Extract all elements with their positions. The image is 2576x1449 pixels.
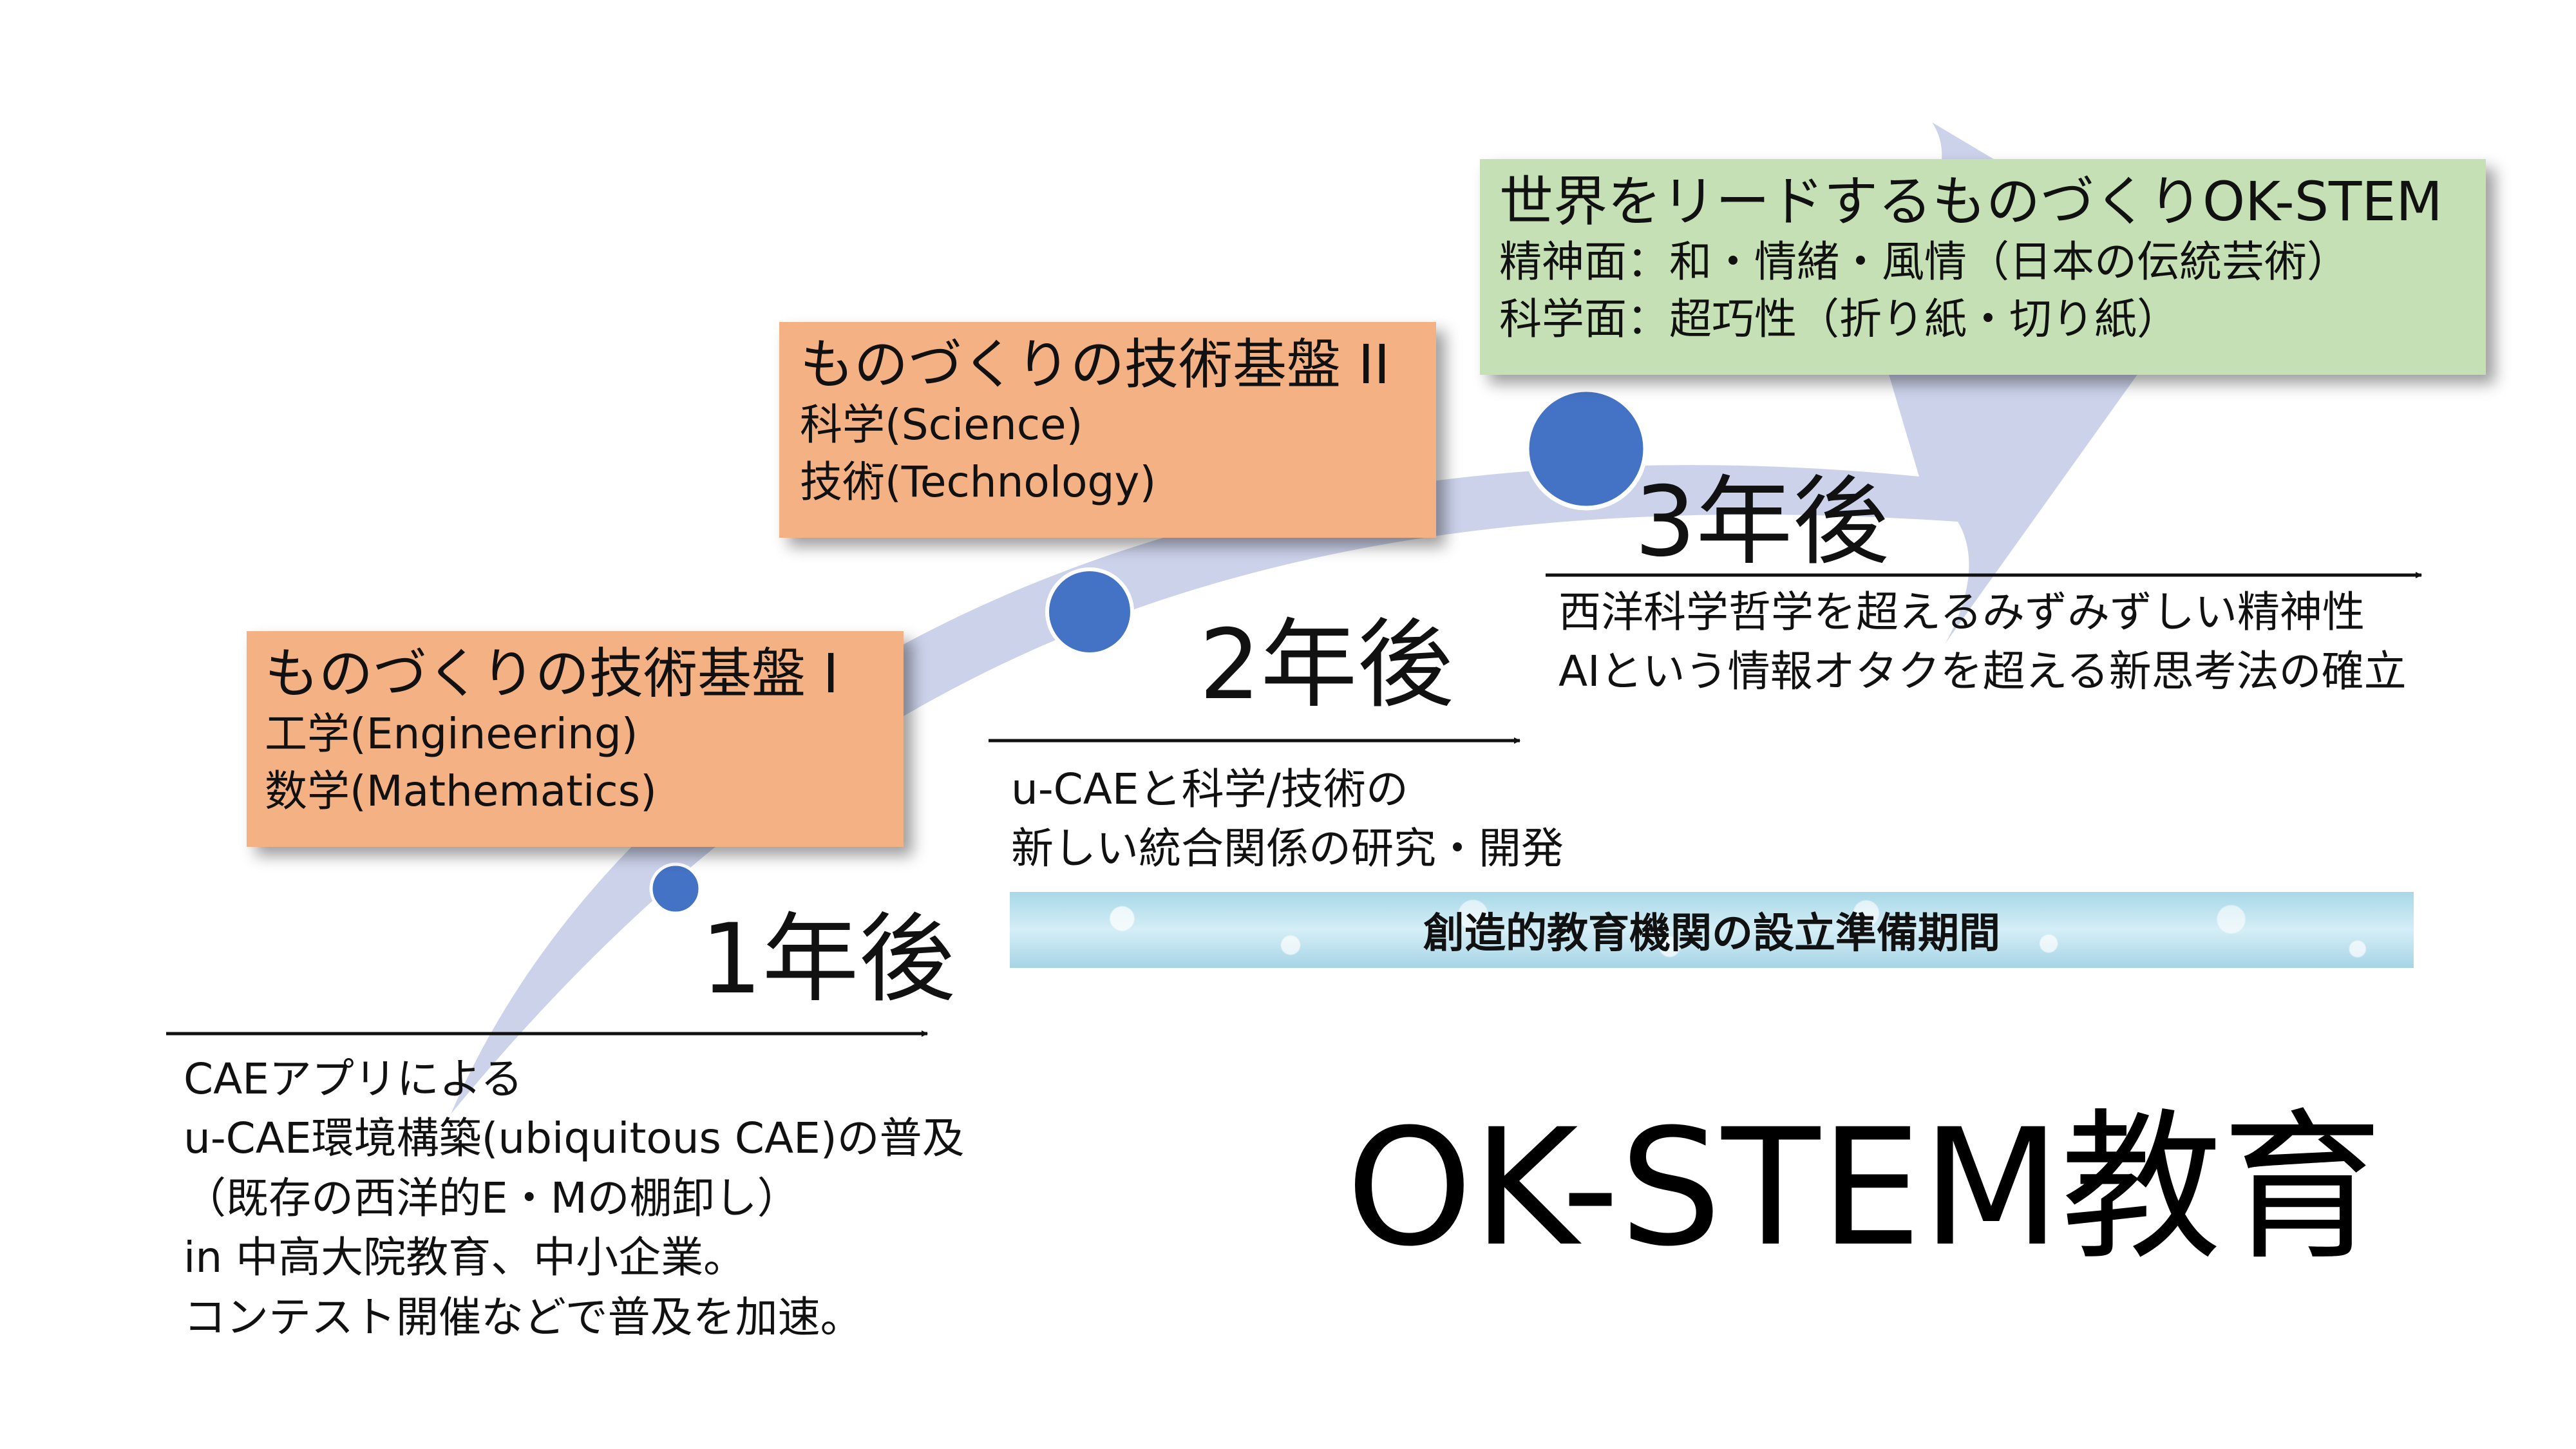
stage3-line-2: 科学面：超巧性（折り紙・切り紙） bbox=[1499, 294, 2179, 344]
year1-note-2: u-CAE環境構築(ubiquitous CAE)の普及 bbox=[184, 1113, 965, 1164]
milestone-dot-3 bbox=[1524, 387, 1648, 511]
milestone-dot-2 bbox=[1045, 567, 1134, 656]
year2-notes: u-CAEと科学/技術の 新しい統合関係の研究・開発 bbox=[1011, 760, 1564, 879]
year1-note-4: in 中高大院教育、中小企業。 bbox=[184, 1233, 746, 1283]
stage3-title: 世界をリードするものづくりOK-STEM bbox=[1499, 170, 2443, 233]
preparation-period-band: 創造的教育機関の設立準備期間 bbox=[1010, 892, 2414, 968]
stage2-title: ものづくりの技術基盤 II bbox=[800, 333, 1390, 396]
preparation-period-label: 創造的教育機関の設立準備期間 bbox=[1423, 910, 2000, 958]
stage2-box: ものづくりの技術基盤 II 科学(Science) 技術(Technology) bbox=[779, 322, 1436, 538]
stage1-box: ものづくりの技術基盤 I 工学(Engineering) 数学(Mathemat… bbox=[247, 631, 904, 847]
stage3-box: 世界をリードするものづくりOK-STEM 精神面：和・情緒・風情（日本の伝統芸術… bbox=[1480, 159, 2486, 375]
year2-note-2: 新しい統合関係の研究・開発 bbox=[1011, 824, 1564, 874]
stage1-title: ものづくりの技術基盤 I bbox=[265, 642, 839, 705]
year1-note-1: CAEアプリによる bbox=[184, 1054, 523, 1104]
year3-label: 3年後 bbox=[1634, 466, 1889, 578]
main-title: OK-STEM教育 bbox=[1346, 1094, 2383, 1282]
stage3-line-1: 精神面：和・情緒・風情（日本の伝統芸術） bbox=[1499, 236, 2349, 287]
stage1-line-1: 工学(Engineering) bbox=[265, 708, 638, 759]
milestone-dot-1 bbox=[649, 862, 702, 915]
year3-notes: 西洋科学哲学を超えるみずみずしい精神性 AIという情報オタクを超える新思考法の確… bbox=[1558, 583, 2407, 702]
year1-note-3: （既存の西洋的E・Mの棚卸し） bbox=[184, 1173, 800, 1223]
year3-note-2: AIという情報オタクを超える新思考法の確立 bbox=[1558, 647, 2407, 697]
stage1-line-2: 数学(Mathematics) bbox=[265, 766, 657, 816]
stage2-line-1: 科学(Science) bbox=[800, 399, 1083, 450]
year1-notes: CAEアプリによる u-CAE環境構築(ubiquitous CAE)の普及 （… bbox=[184, 1050, 965, 1347]
year1-label: 1年後 bbox=[701, 904, 956, 1016]
stage2-line-2: 技術(Technology) bbox=[800, 457, 1157, 507]
year2-note-1: u-CAEと科学/技術の bbox=[1011, 764, 1408, 814]
year3-note-1: 西洋科学哲学を超えるみずみずしい精神性 bbox=[1558, 587, 2365, 637]
year2-label: 2年後 bbox=[1199, 609, 1454, 721]
year1-note-5: コンテスト開催などで普及を加速。 bbox=[184, 1292, 863, 1342]
